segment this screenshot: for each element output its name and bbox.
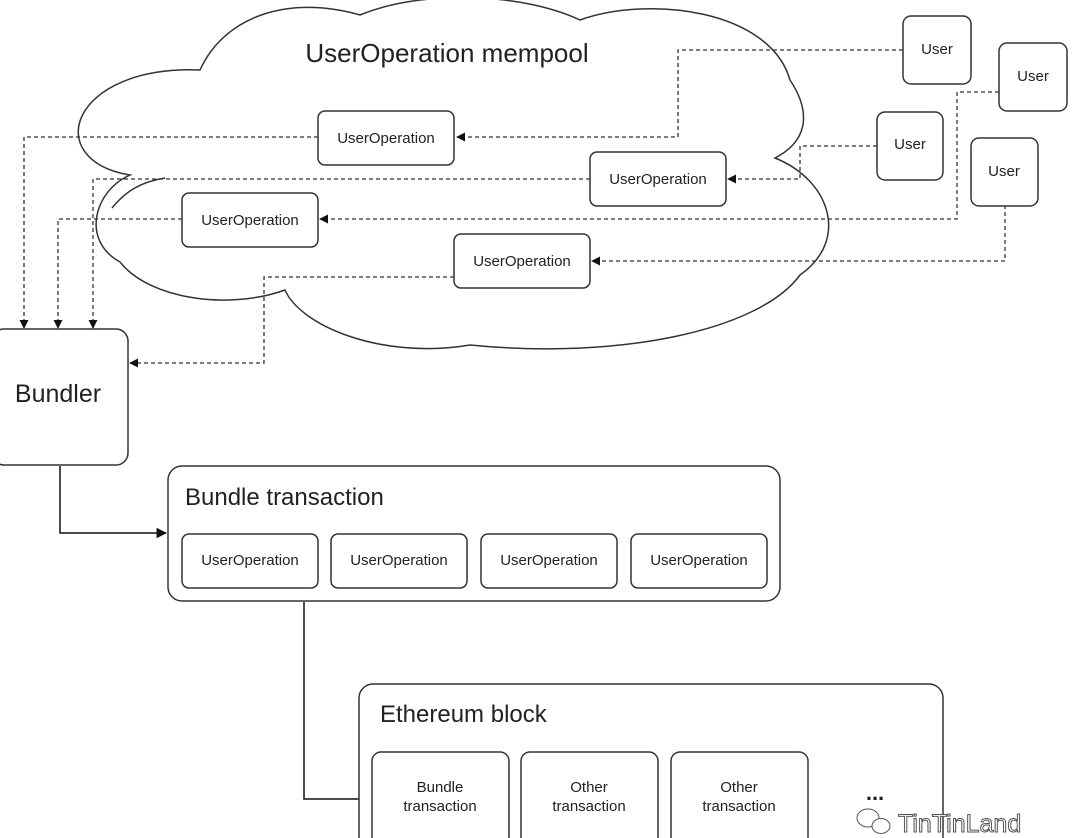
solid-connectors [59,466,372,805]
user-to-op-connectors [319,49,1006,266]
block-transaction-line2: transaction [403,798,476,815]
user-box: User [970,137,1039,207]
user-operation-label: UserOperation [350,552,448,569]
user-box: User [876,111,944,181]
bundle-transaction-title: Bundle transaction [185,484,384,511]
bundle-transaction-container: Bundle transaction UserOperation UserOpe… [167,465,781,602]
bundler-label: Bundler [15,380,101,408]
user-operation-label: UserOperation [473,253,571,270]
block-transaction: Other transaction [670,751,809,838]
block-transaction-line2: transaction [702,798,775,815]
bundle-user-operation: UserOperation [181,533,319,589]
ethereum-block-container: Ethereum block Bundle transaction Other … [358,683,944,838]
wechat-icon [856,808,891,834]
block-transaction-line1: Other [720,779,758,796]
user-operation-label: UserOperation [500,552,598,569]
block-transaction: Bundle transaction [371,751,510,838]
user-label: User [894,136,926,153]
block-transaction: Other transaction [520,751,659,838]
ethereum-block-title: Ethereum block [380,701,548,728]
block-transaction-line2: transaction [552,798,625,815]
user-operation-label: UserOperation [201,552,299,569]
user-label: User [1017,68,1049,85]
bundler-box: Bundler [0,328,129,466]
user-label: User [921,41,953,58]
user-operation-label: UserOperation [337,130,435,147]
watermark: TinTinLand [856,808,1022,838]
block-transaction-line1: Bundle [417,779,464,796]
bundle-user-operation: UserOperation [330,533,468,589]
block-transaction-line1: Other [570,779,608,796]
op-to-bundler-connectors [19,136,590,368]
user-operation-label: UserOperation [201,212,299,229]
bundle-user-operation: UserOperation [480,533,618,589]
mempool-user-operation: UserOperation [453,233,591,289]
user-box: User [902,15,972,85]
mempool-title: UserOperation mempool [305,38,588,68]
more-transactions-ellipsis: ... [866,780,884,805]
user-label: User [988,163,1020,180]
user-operation-label: UserOperation [650,552,748,569]
user-box: User [998,42,1068,112]
user-operation-label: UserOperation [609,171,707,188]
mempool-user-operation: UserOperation [589,151,727,207]
mempool-user-operation: UserOperation [181,192,319,248]
watermark-text: TinTinLand [898,810,1021,838]
bundle-user-operation: UserOperation [630,533,768,589]
mempool-user-operation: UserOperation [317,110,455,166]
